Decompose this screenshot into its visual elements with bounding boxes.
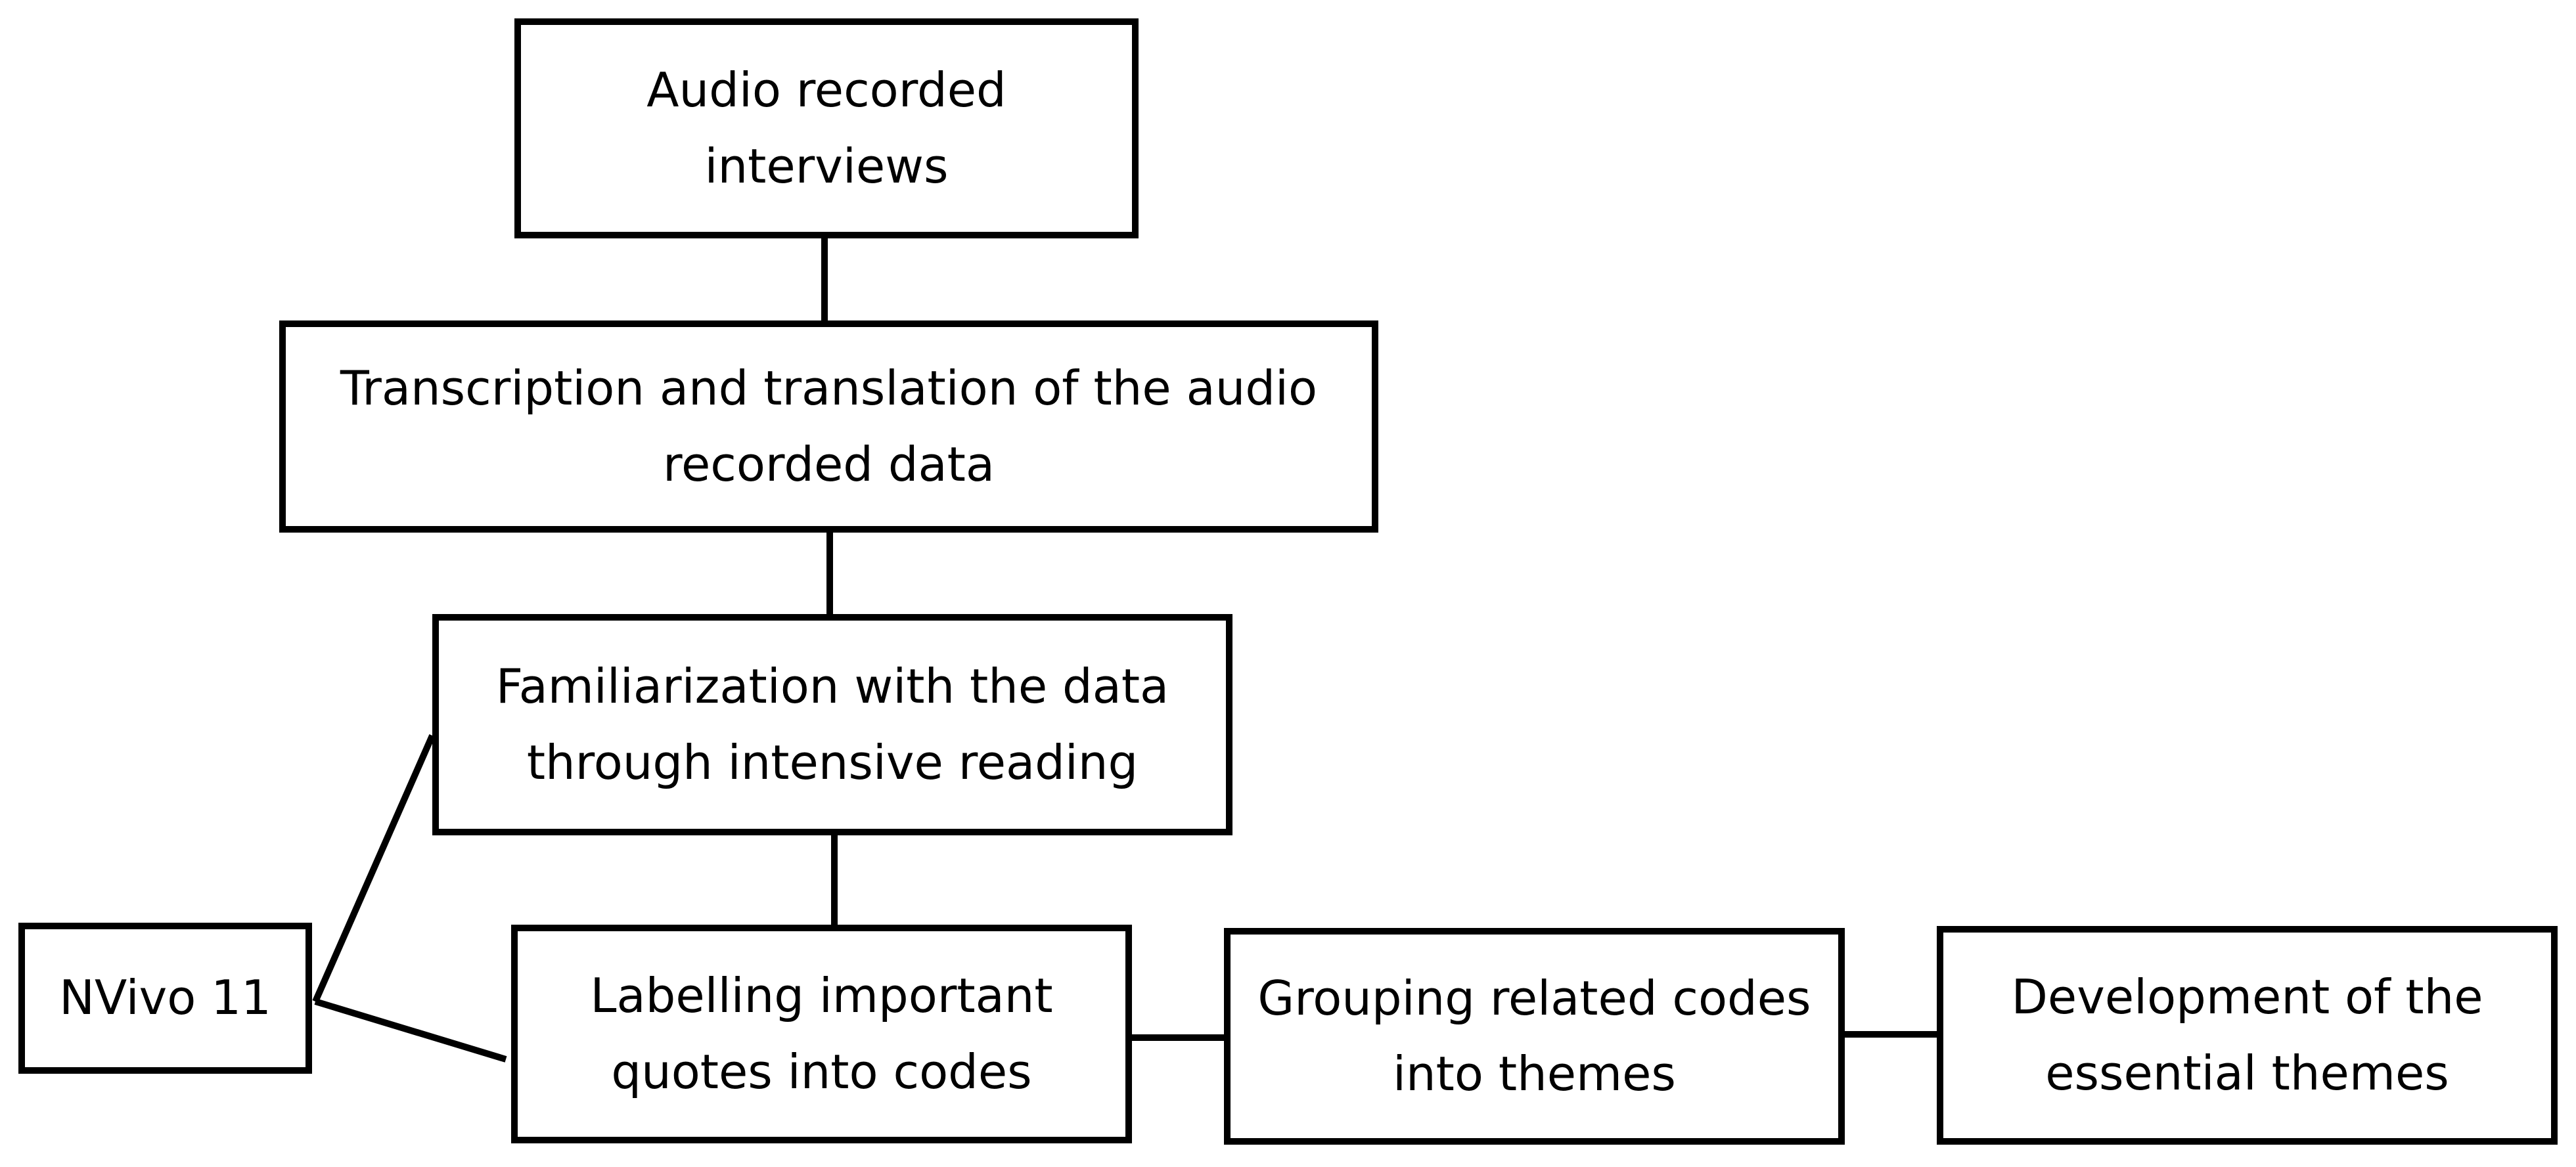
nvivo-box: NVivo 11 <box>18 923 312 1074</box>
transcription-translation-label: Transcription and translation of the aud… <box>340 361 1318 492</box>
familiarization-box: Familiarization with the data through in… <box>432 614 1232 835</box>
labelling-codes-box: Labelling important quotes into codes <box>511 925 1132 1143</box>
connector-nvivo-labelling <box>314 998 507 1063</box>
familiarization-label: Familiarization with the data through in… <box>495 659 1169 790</box>
development-themes-box: Development of the essential themes <box>1937 926 2558 1145</box>
transcription-translation-box: Transcription and translation of the aud… <box>279 320 1378 533</box>
development-themes-label: Development of the essential themes <box>2011 969 2483 1101</box>
audio-recorded-interviews-box: Audio recorded interviews <box>514 18 1139 238</box>
grouping-codes-label: Grouping related codes into themes <box>1257 970 1811 1101</box>
connector-nvivo-familiarization <box>312 734 436 1003</box>
labelling-codes-label: Labelling important quotes into codes <box>590 968 1053 1099</box>
nvivo-label: NVivo 11 <box>59 970 271 1026</box>
grouping-codes-box: Grouping related codes into themes <box>1224 928 1845 1145</box>
audio-recorded-interviews-label: Audio recorded interviews <box>646 62 1006 194</box>
